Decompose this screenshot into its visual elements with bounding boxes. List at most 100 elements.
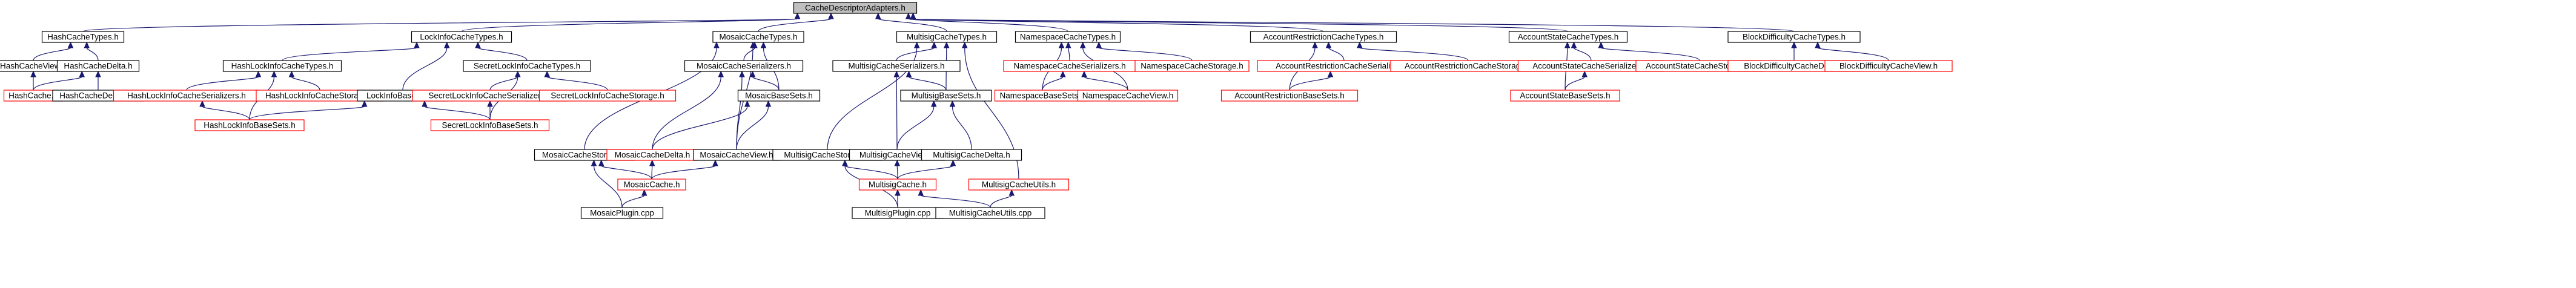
edge-arrowhead bbox=[895, 189, 901, 196]
edge-arrowhead bbox=[943, 41, 950, 48]
graph-edge-hcd-hcdcpp bbox=[95, 70, 101, 90]
graph-node-hlibs[interactable]: HashLockInfoBaseSets.h bbox=[194, 119, 305, 131]
node-box bbox=[1510, 90, 1620, 102]
edge-arrowhead bbox=[1059, 70, 1066, 77]
node-label: MultisigCacheSerializers.h bbox=[848, 62, 944, 71]
graph-edge-hlict-hlicst bbox=[288, 70, 320, 91]
graph-edge-mscv-msc bbox=[894, 159, 901, 180]
graph-node-hlics[interactable]: HashLockInfoCacheSerializers.h bbox=[113, 90, 260, 102]
graph-edge-nct-ncst bbox=[1096, 41, 1193, 61]
graph-node-lict[interactable]: LockInfoCacheTypes.h bbox=[411, 31, 512, 43]
graph-node-mcv[interactable]: MosaicCacheView.h bbox=[693, 149, 780, 161]
graph-edge-mscst-msc bbox=[842, 159, 898, 180]
graph-node-mbs[interactable]: MosaicBaseSets.h bbox=[737, 90, 821, 102]
graph-node-arbs[interactable]: AccountRestrictionBaseSets.h bbox=[1220, 90, 1359, 102]
graph-node-hcd[interactable]: HashCacheDelta.h bbox=[56, 60, 140, 72]
node-box bbox=[832, 60, 961, 72]
graph-node-slict[interactable]: SecretLockInfoCacheTypes.h bbox=[463, 60, 591, 72]
graph-node-asbs[interactable]: AccountStateBaseSets.h bbox=[1510, 90, 1620, 102]
graph-node-asct[interactable]: AccountStateCacheTypes.h bbox=[1508, 31, 1628, 43]
edge-arrowhead bbox=[750, 41, 756, 48]
edge-arrowhead bbox=[79, 70, 85, 77]
graph-edge-mscs-mscv bbox=[893, 70, 900, 150]
graph-node-mcdelta[interactable]: MosaicCacheDelta.h bbox=[606, 149, 698, 161]
node-label: MultisigCache.h bbox=[869, 180, 927, 189]
graph-node-nbs[interactable]: NamespaceBaseSets.h bbox=[994, 90, 1091, 102]
graph-node-mscdelta[interactable]: MultisigCacheDelta.h bbox=[921, 149, 1022, 161]
graph-node-mscu[interactable]: MultisigCacheUtils.h bbox=[968, 178, 1070, 191]
edge-line bbox=[186, 76, 259, 91]
edge-arrowhead bbox=[288, 70, 295, 77]
graph-node-mspcpp[interactable]: MultisigPlugin.cpp bbox=[852, 207, 944, 219]
edge-line bbox=[33, 47, 71, 61]
graph-edge-asct-ascs bbox=[1571, 41, 1592, 61]
graph-edge-msbs-mscdelta bbox=[949, 100, 972, 150]
graph-node-msct[interactable]: MultisigCacheTypes.h bbox=[896, 31, 998, 43]
node-label: MultisigPlugin.cpp bbox=[865, 209, 931, 218]
edge-arrowhead bbox=[906, 70, 912, 77]
node-label: AccountStateBaseSets.h bbox=[1520, 91, 1610, 100]
graph-node-mcs[interactable]: MosaicCacheSerializers.h bbox=[684, 60, 804, 72]
graph-edge-root-lict bbox=[461, 12, 801, 32]
edge-line bbox=[743, 47, 755, 61]
edge-line bbox=[1564, 76, 1585, 91]
edge-arrowhead bbox=[67, 41, 74, 48]
edge-line bbox=[1098, 47, 1193, 61]
graph-node-msc[interactable]: MultisigCache.h bbox=[858, 178, 937, 191]
graph-node-bdct[interactable]: BlockDifficultyCacheTypes.h bbox=[1727, 31, 1861, 43]
node-label: AccountRestrictionCacheStorage.h bbox=[1405, 62, 1532, 71]
graph-edge-hcd-hc bbox=[33, 70, 85, 91]
graph-edge-mscdelta-msc bbox=[897, 159, 956, 180]
edge-line bbox=[1042, 76, 1064, 91]
graph-edge-arct-arcst bbox=[1356, 41, 1469, 61]
graph-edge-mscs-msbs bbox=[906, 70, 947, 91]
graph-node-hlict[interactable]: HashLockInfoCacheTypes.h bbox=[222, 60, 342, 72]
edge-line bbox=[477, 47, 528, 61]
graph-node-arct[interactable]: AccountRestrictionCacheTypes.h bbox=[1250, 31, 1397, 43]
graph-node-mpcpp[interactable]: MosaicPlugin.cpp bbox=[580, 207, 664, 219]
edge-line bbox=[990, 195, 1012, 208]
graph-edge-mcst-mpcpp bbox=[591, 159, 623, 208]
edge-arrowhead bbox=[1325, 41, 1332, 48]
edge-arrowhead bbox=[598, 159, 604, 166]
graph-node-mscucpp[interactable]: MultisigCacheUtils.cpp bbox=[935, 207, 1045, 219]
edge-arrowhead bbox=[95, 70, 101, 77]
graph-node-ncv[interactable]: NamespaceCacheView.h bbox=[1077, 90, 1179, 102]
node-box bbox=[1250, 31, 1397, 43]
node-label: BlockDifficultyCacheView.h bbox=[1839, 62, 1938, 71]
node-label: SecretLockInfoCacheStorage.h bbox=[551, 91, 664, 100]
edge-line bbox=[1289, 76, 1331, 91]
edge-arrowhead bbox=[1008, 189, 1015, 196]
graph-edge-slict-slics bbox=[489, 70, 521, 91]
edge-arrowhead bbox=[443, 41, 450, 48]
node-box bbox=[41, 31, 125, 43]
edge-line bbox=[82, 18, 798, 32]
graph-node-nct[interactable]: NamespaceCacheTypes.h bbox=[1015, 31, 1121, 43]
edge-arrowhead bbox=[1058, 41, 1065, 48]
node-box bbox=[194, 119, 305, 131]
graph-node-hcv[interactable]: HashCacheView.h bbox=[0, 60, 73, 72]
graph-node-msbs[interactable]: MultisigBaseSets.h bbox=[900, 90, 992, 102]
node-label: SecretLockInfoCacheSerializers.h bbox=[428, 91, 551, 100]
node-label: HashCacheTypes.h bbox=[47, 33, 119, 42]
graph-node-ncst[interactable]: NamespaceCacheStorage.h bbox=[1134, 60, 1250, 72]
graph-node-bdcv[interactable]: BlockDifficultyCacheView.h bbox=[1824, 60, 1953, 72]
edge-arrowhead bbox=[1079, 41, 1086, 48]
graph-node-hct[interactable]: HashCacheTypes.h bbox=[41, 31, 125, 43]
graph-edge-arcs-arbs bbox=[1289, 70, 1334, 91]
graph-node-mc[interactable]: MosaicCache.h bbox=[617, 178, 686, 191]
edge-line bbox=[1084, 76, 1128, 91]
edge-line bbox=[844, 165, 898, 180]
edge-arrowhead bbox=[271, 70, 277, 77]
graph-node-slics[interactable]: SecretLockInfoCacheSerializers.h bbox=[412, 90, 568, 102]
edge-line bbox=[736, 106, 769, 150]
graph-node-mscs[interactable]: MultisigCacheSerializers.h bbox=[832, 60, 961, 72]
graph-node-mct[interactable]: MosaicCacheTypes.h bbox=[712, 31, 804, 43]
graph-node-arcst[interactable]: AccountRestrictionCacheStorage.h bbox=[1390, 60, 1546, 72]
edge-arrowhead bbox=[1571, 41, 1577, 48]
graph-node-slibs[interactable]: SecretLockInfoBaseSets.h bbox=[430, 119, 550, 131]
edge-line bbox=[546, 76, 608, 91]
edge-arrowhead bbox=[765, 100, 772, 107]
graph-node-slicst[interactable]: SecretLockInfoCacheStorage.h bbox=[538, 90, 677, 102]
graph-node-ncs[interactable]: NamespaceCacheSerializers.h bbox=[1003, 60, 1136, 72]
